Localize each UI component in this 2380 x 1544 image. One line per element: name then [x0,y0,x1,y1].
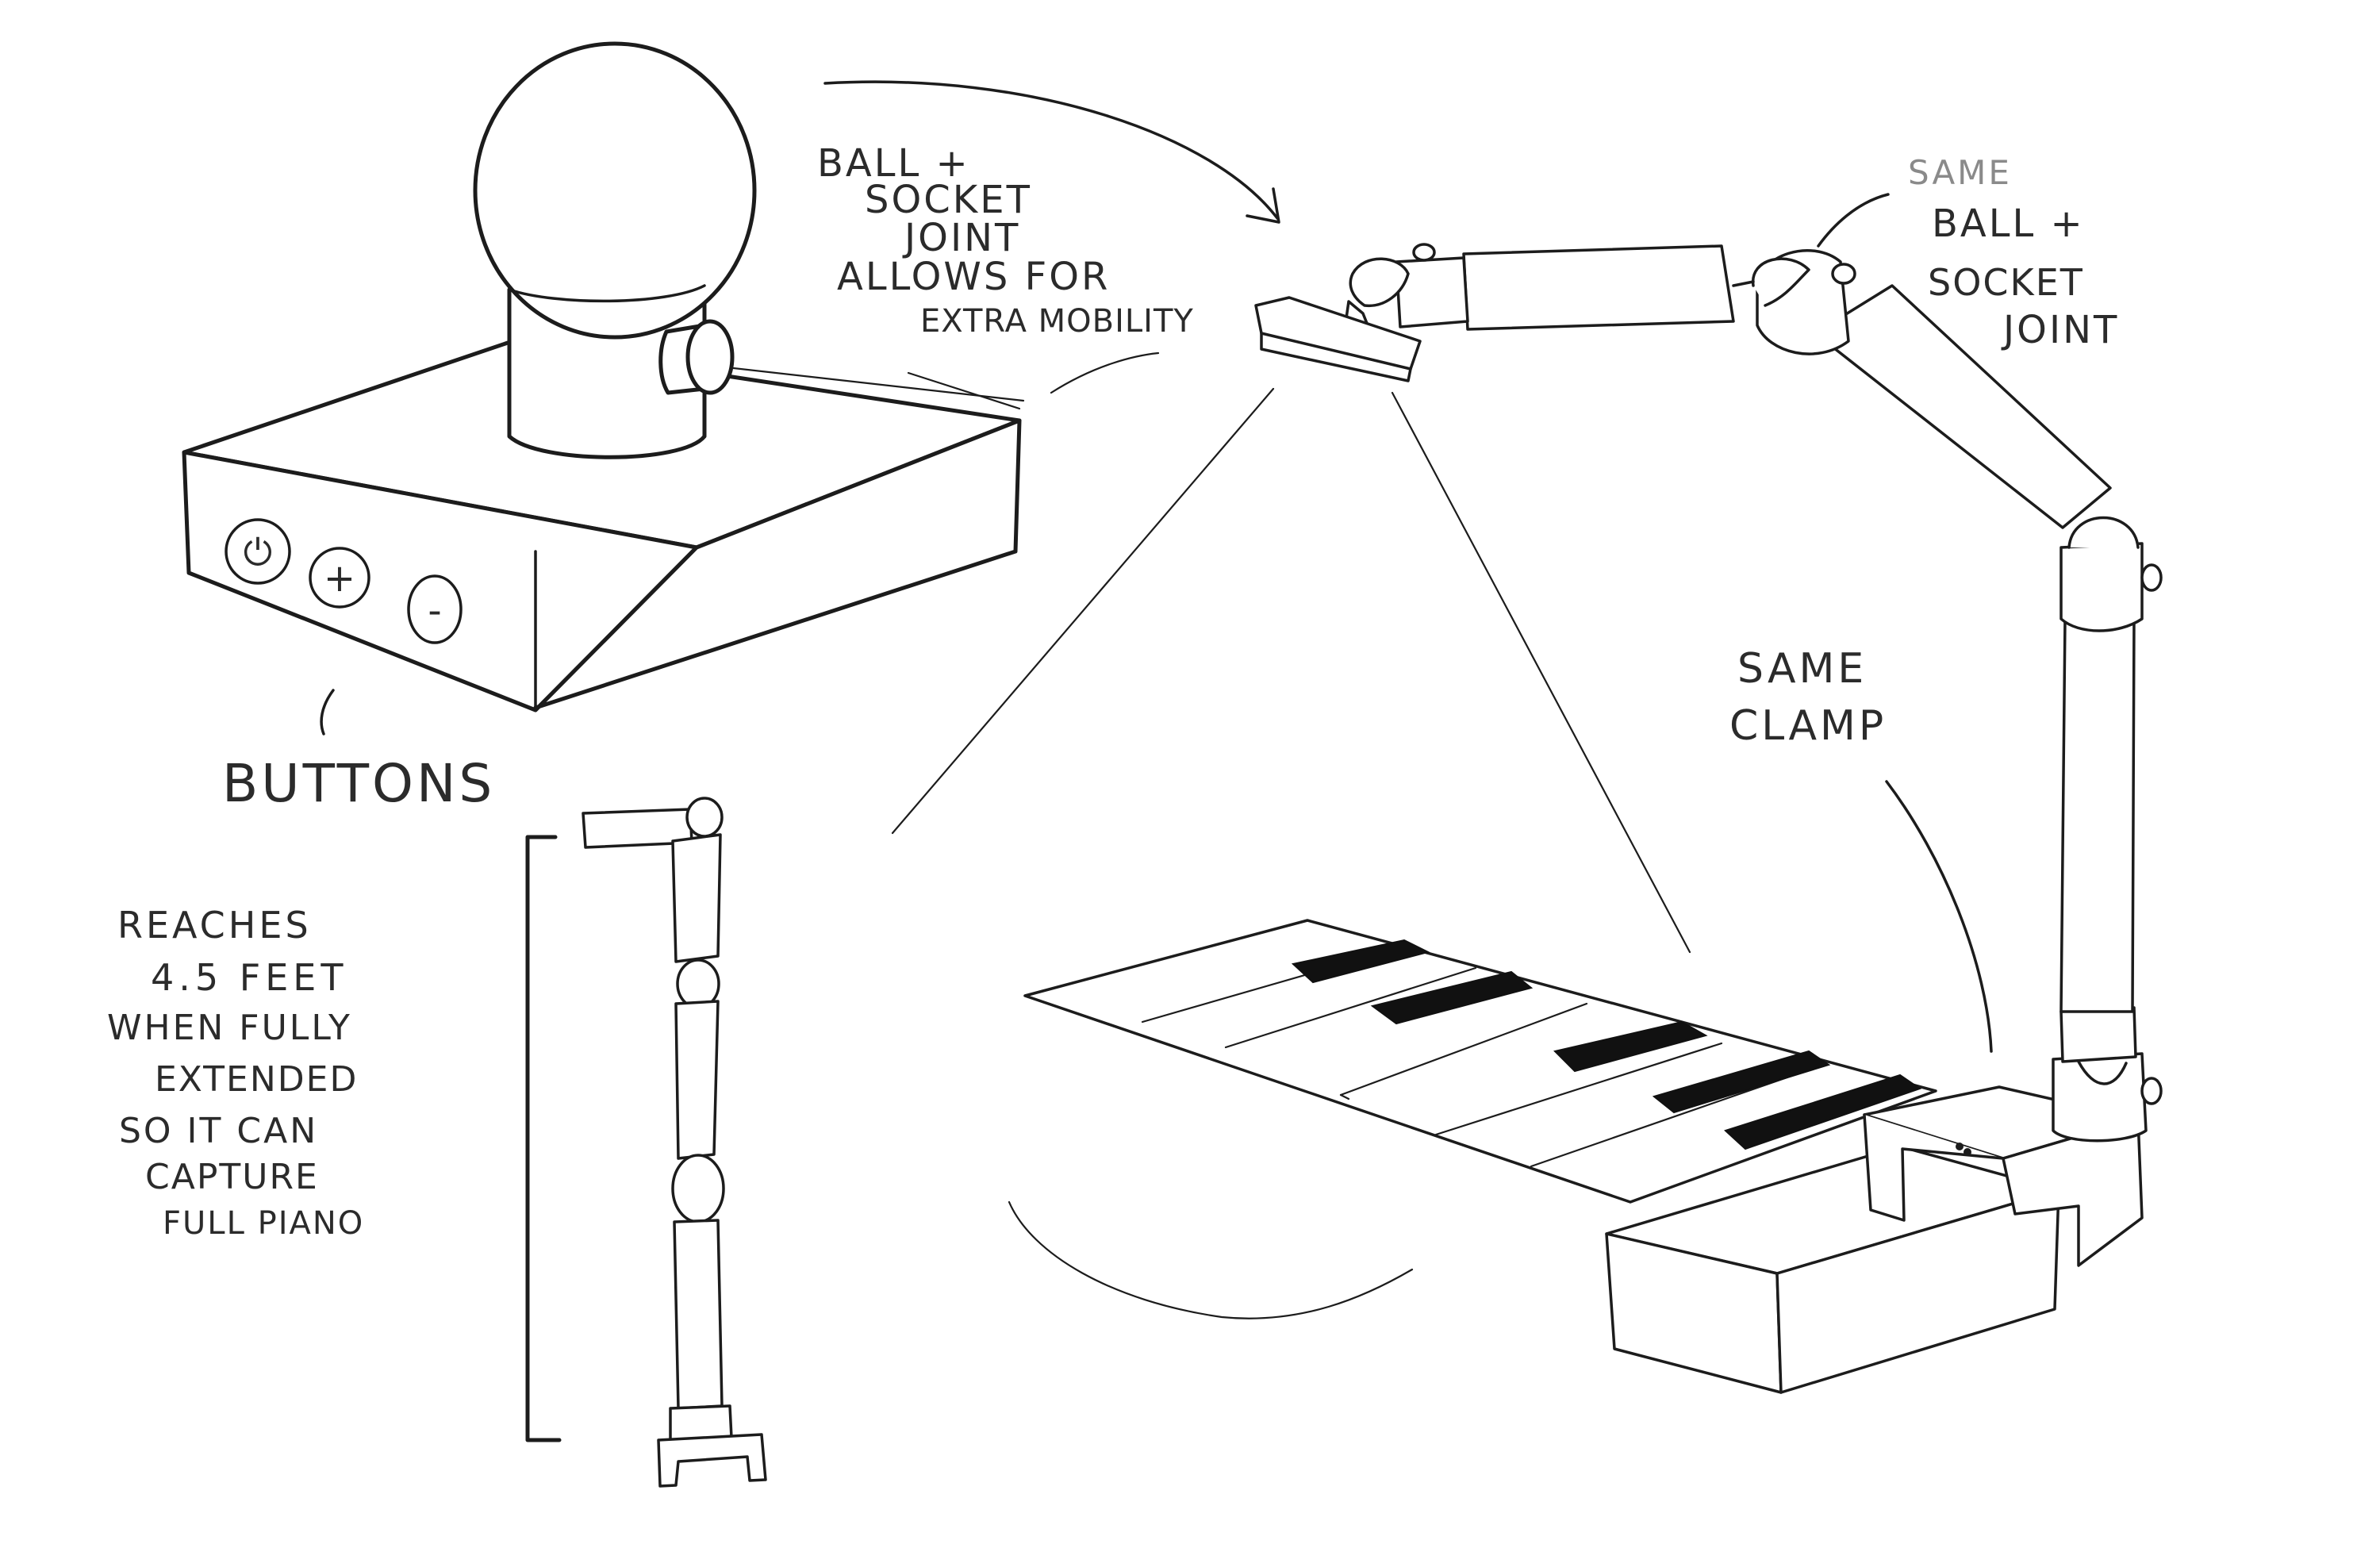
reaches-note-line-1: REACHES [117,904,312,947]
clamp-screw-2 [1964,1148,1971,1156]
piano-black-key-1 [1291,939,1430,984]
reaches-note-line-2: 4.5 FEET [151,956,347,999]
power-button-icon: ⏻ [244,531,272,574]
arm-head-ball [1349,257,1410,307]
ball-socket-joint [473,41,757,459]
reach-upper-tube [671,833,722,963]
base-block [1605,1145,2060,1394]
arm-shoulder-ball [1752,257,1810,307]
buttons-label: BUTTONS [222,753,495,814]
control-box-shadow-line-2 [907,371,1021,410]
minus-button[interactable] [407,574,463,644]
same-joint-note-line-3: SOCKET [1928,261,2084,304]
arm-elbow-joint [2059,542,2144,632]
same-clamp-note-line-1: SAME [1737,645,1867,693]
reach-head-joint [685,797,724,838]
plus-button-icon: + [324,556,355,601]
reach-lower-ball [671,1154,725,1223]
view-cone-right [1391,391,1691,954]
power-button[interactable] [225,518,291,585]
piano-key-divider-2 [1224,966,1477,1049]
joint-collar [508,284,706,303]
ball-socket-note-line-2: SOCKET [865,178,1032,222]
clamp-jaw [1863,1113,2005,1222]
same-joint-note-line-4: JOINT [2001,308,2119,352]
arm-shoulder-knob [1831,263,1856,285]
piano-key-divider-6 [1339,1093,1350,1100]
minus-button-icon: - [428,589,441,633]
piano-key-divider-4 [1434,1042,1723,1136]
reach-lower-tube [673,1219,724,1410]
joint-ball [473,41,757,340]
piano-keyboard [1023,919,1937,1204]
plus-button[interactable] [309,547,370,609]
camera-plate-top [1254,296,1422,371]
arm-diagonal-tube [1814,284,2112,529]
camera-plate-edge [1260,332,1412,382]
arm-elbow-ball [2067,516,2140,549]
ball-socket-note-line-1: BALL + [817,141,970,186]
piano-key-divider-3 [1339,1002,1588,1097]
buttons-pointer [320,689,335,736]
arm-base-ball [2077,1060,2128,1085]
control-box-side [533,418,1022,712]
reaches-note-line-5: SO IT CAN [119,1111,318,1151]
same-joint-pointer [1817,193,1890,248]
ball-socket-note-line-4: ALLOWS FOR [837,255,1110,299]
joint-knob-cap [685,319,735,395]
arm-elbow-knob [2140,563,2163,592]
piano-black-key-4 [1652,1050,1831,1114]
ball-socket-note-line-5: EXTRA MOBILITY [920,303,1194,340]
arm-base-joint [2052,1052,2148,1143]
arm-base-knob [2140,1077,2163,1105]
control-buttons: ⏻ + - [225,518,463,644]
floor-curve [1008,1200,1414,1319]
arm-vertical-tube [2059,613,2136,1013]
arm-head-knob [1412,243,1436,262]
same-joint-note: SAME BALL + SOCKET JOINT [1817,153,2119,352]
same-clamp-note: SAME CLAMP [1729,645,1993,1053]
same-joint-note-line-2: BALL + [1932,202,2085,246]
reach-diagram [525,797,767,1488]
camera-arm [1344,243,2163,1143]
reaches-note: REACHES 4.5 FEET WHEN FULLY EXTENDED SO … [107,904,364,1242]
ball-socket-arrowhead [1246,187,1280,224]
view-cone-left [891,387,1275,835]
reach-bracket [525,835,562,1442]
arm-shoulder-link [1732,280,1755,287]
ball-socket-note-tick [1050,351,1160,394]
reaches-note-line-3: WHEN FULLY [107,1008,352,1048]
reach-middle-tube [674,1000,720,1160]
piano-black-key-5 [1724,1074,1922,1150]
piano-black-key-3 [1553,1020,1708,1073]
same-clamp-note-line-2: CLAMP [1729,702,1887,750]
arm-base-collar [2059,1006,2137,1063]
arm-head-joint [1395,256,1469,328]
arm-horizontal-tube [1462,244,1735,331]
clamp-screw-1 [1956,1143,1964,1150]
reaches-note-line-4: EXTENDED [155,1059,358,1100]
ball-socket-arrow [823,80,1279,220]
base-block-side [1775,1189,2060,1394]
reach-base-block [669,1404,733,1442]
camera-plate [1254,296,1422,382]
reaches-note-line-6: CAPTURE [145,1157,319,1197]
piano-black-key-2 [1370,970,1534,1025]
same-joint-note-line-1: SAME [1908,153,2012,192]
same-clamp-pointer [1885,780,1993,1053]
ball-socket-note: BALL + SOCKET JOINT ALLOWS FOR EXTRA MOB… [817,80,1280,394]
reach-base-clamp [657,1433,767,1488]
ball-socket-note-line-3: JOINT [902,216,1020,260]
reaches-note-line-7: FULL PIANO [163,1205,364,1242]
